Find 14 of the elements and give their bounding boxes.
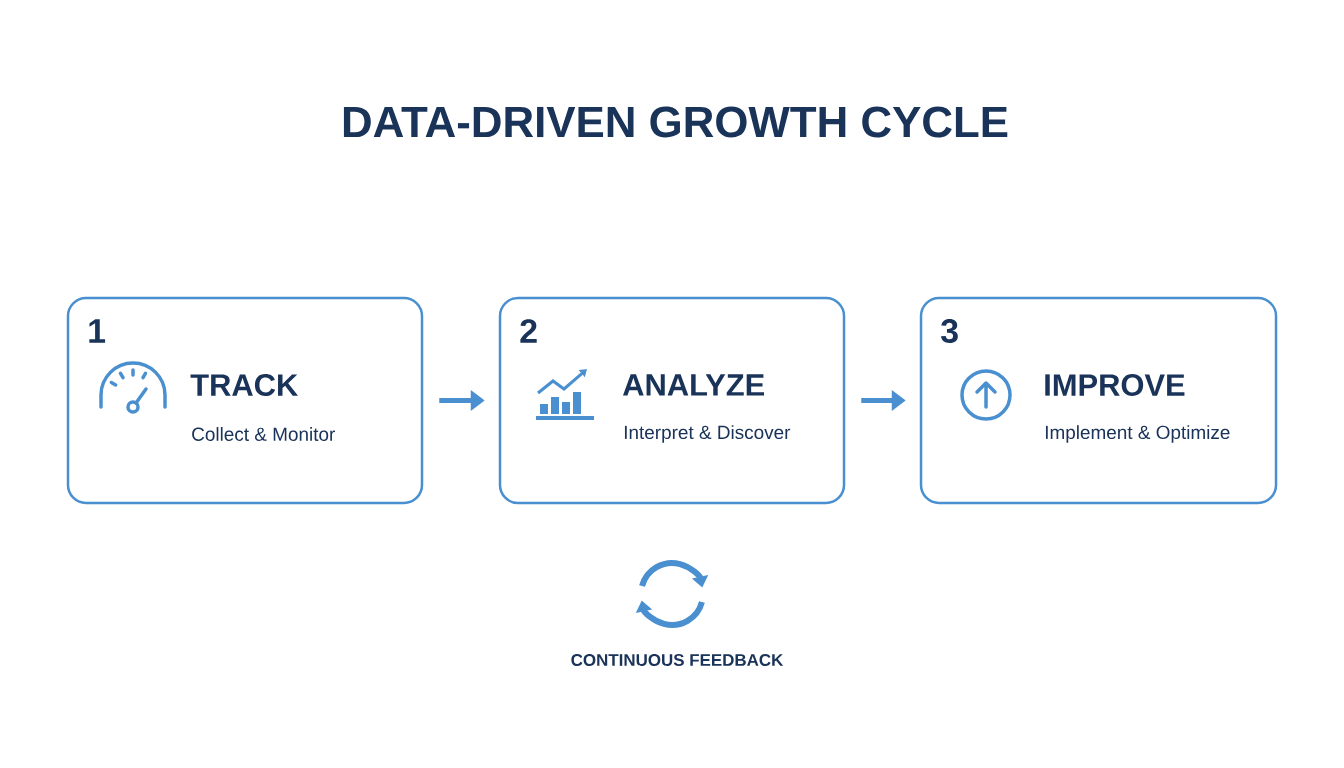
step-heading: TRACK — [190, 374, 298, 396]
step-heading: ANALYZE — [623, 374, 765, 396]
caption-label: CONTINUOUS FEEDBACK — [571, 654, 784, 666]
step-heading: IMPROVE — [1045, 374, 1185, 396]
step-card — [66, 296, 424, 505]
title: DATA-DRIVEN GROWTH CYCLE — [343, 106, 1008, 138]
step-card — [498, 296, 846, 505]
step-number: 3 — [941, 318, 958, 343]
step-description: Interpret & Discover — [624, 425, 791, 443]
step-description: Implement & Optimize — [1045, 425, 1230, 443]
step-number: 1 — [89, 319, 106, 343]
step-number: 2 — [520, 319, 537, 343]
step-description: Collect & Monitor — [192, 427, 335, 441]
step-card — [919, 296, 1278, 505]
